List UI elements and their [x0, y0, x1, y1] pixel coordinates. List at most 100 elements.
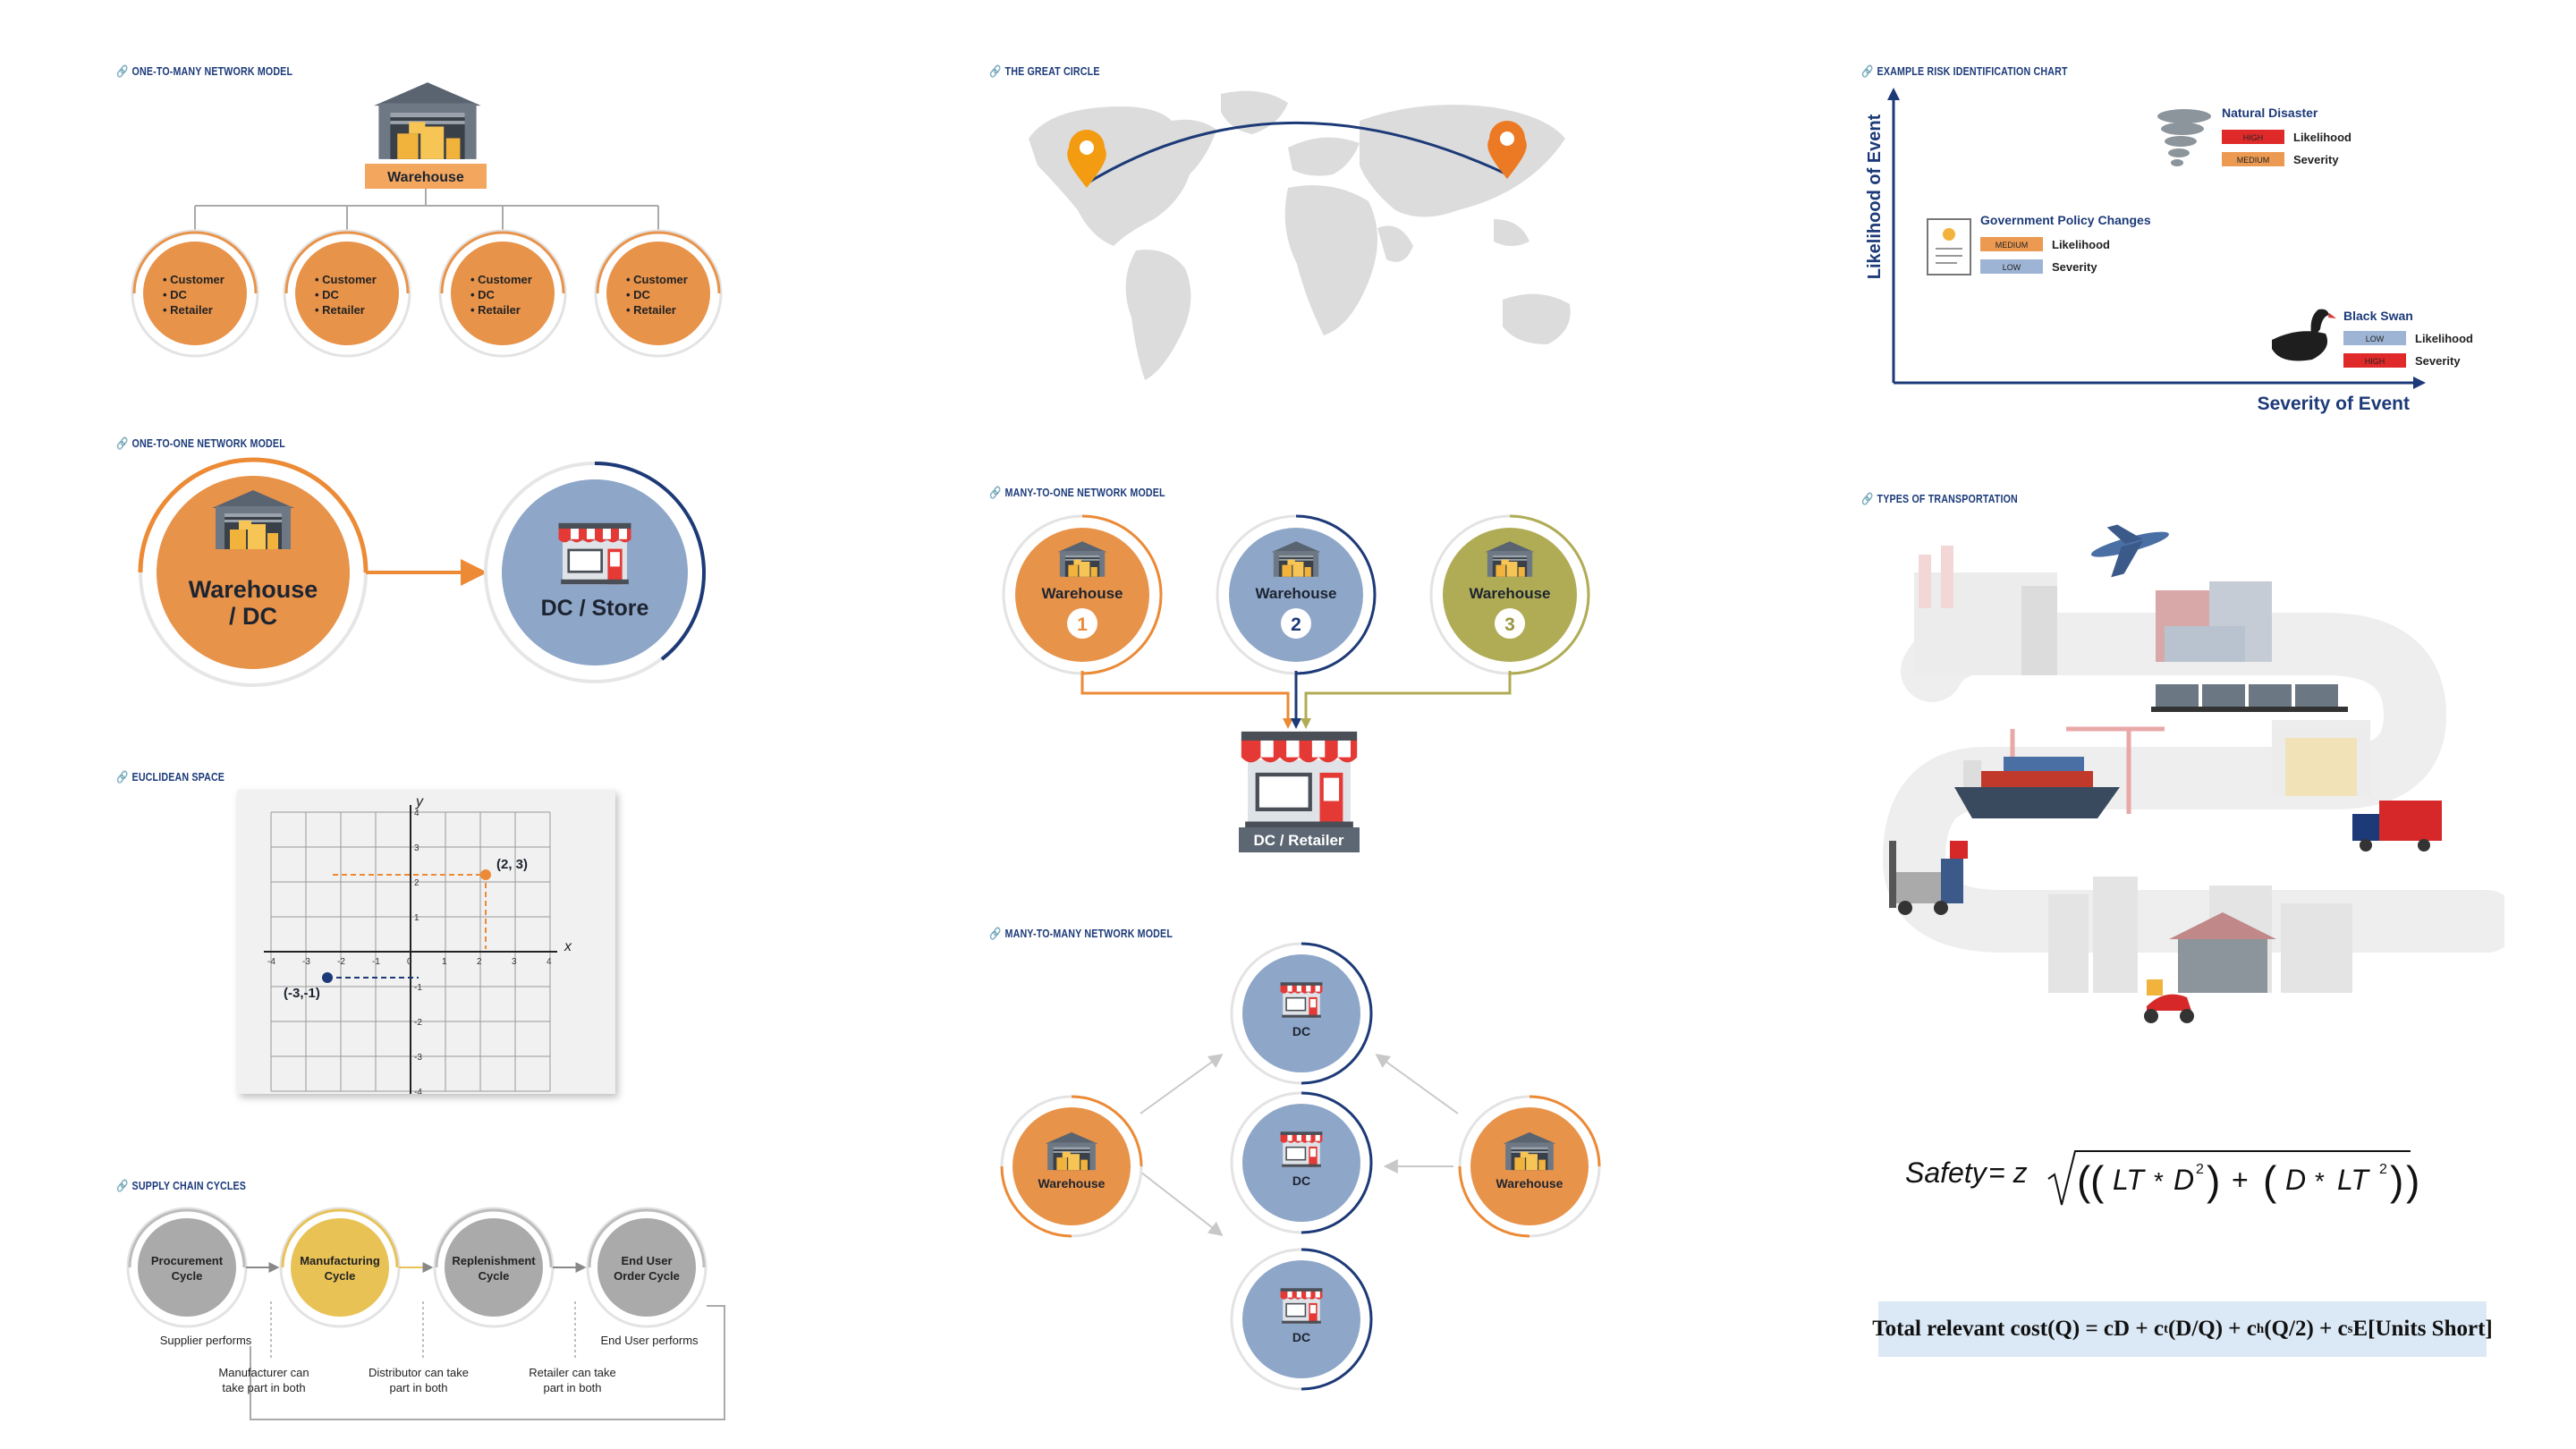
customer-line-1: • Customer [470, 273, 532, 286]
title-many-to-one: 🔗MANY-TO-ONE NETWORK MODEL [989, 486, 1165, 499]
flow-line-1 [1080, 671, 1290, 720]
event-government-policy-name: Government Policy Changes [1980, 213, 2151, 227]
cycles-diagram: ProcurementCycleManufacturingCycleReplen… [126, 1207, 725, 1420]
dc-store-label: DC / Store [541, 596, 649, 621]
customer-node: • Customer • DC • Retailer [438, 229, 567, 358]
note-manufacturer-1: Manufacturer can [218, 1366, 309, 1379]
warehouse-label-box [365, 164, 487, 189]
customer-node: • Customer • DC • Retailer [283, 229, 411, 358]
number-badge [1067, 608, 1097, 639]
paren: ) [2406, 1157, 2419, 1204]
loop-line [250, 1305, 725, 1420]
customer-line-2: • DC [470, 288, 496, 301]
dc-retailer-label: DC / Retailer [1253, 832, 1343, 849]
customer-line-2: • DC [315, 288, 340, 301]
op-plus: + [2232, 1164, 2249, 1196]
note-manufacturer-2: take part in both [222, 1381, 305, 1394]
warehouse-label: Warehouse [1255, 585, 1336, 602]
link-icon: 🔗 [1861, 492, 1874, 505]
severity-badge-text: MEDIUM [2237, 156, 2270, 165]
severity-badge [2343, 353, 2406, 368]
scooter-icon [2144, 979, 2194, 1023]
number-badge [1281, 608, 1311, 639]
title-one-to-many: 🔗ONE-TO-MANY NETWORK MODEL [116, 64, 293, 78]
event-natural-disaster-name: Natural Disaster [2222, 106, 2318, 120]
note-end-user: End User performs [600, 1334, 699, 1347]
containers-icon [2156, 581, 2272, 662]
dc-store-node: DC / Store [484, 462, 707, 683]
point-a-guides [333, 874, 487, 949]
cycle-stage-line-1: End User [621, 1254, 672, 1267]
dc-node: DC [1230, 1248, 1373, 1391]
warehouse-label: Warehouse [1041, 585, 1123, 602]
factory-icon [1914, 546, 2057, 675]
warehouse-dc-line-2: / DC [229, 603, 277, 630]
op-star: * [2315, 1167, 2325, 1195]
warehouse-node: Warehouse 2 [1216, 514, 1377, 675]
link-icon: 🔗 [116, 770, 129, 784]
x-tick-label: -2 [337, 957, 345, 967]
title-one-to-one: 🔗ONE-TO-ONE NETWORK MODEL [116, 436, 285, 450]
y-tick-label: 1 [414, 913, 419, 923]
warehouse-label: Warehouse [1038, 1176, 1106, 1191]
point-a [480, 869, 491, 880]
x-tick-label: -3 [302, 957, 310, 967]
cycle-stage-line-1: Manufacturing [300, 1254, 380, 1267]
flow-arrowhead-2 [1291, 718, 1301, 729]
paren: ) [2390, 1157, 2403, 1204]
x-tick-label: 2 [477, 957, 482, 967]
y-tick-label: 3 [414, 843, 419, 853]
document-icon [1927, 218, 1971, 275]
likelihood-badge-text: LOW [2366, 335, 2385, 343]
likelihood-badge [2343, 331, 2406, 345]
likelihood-badge [1980, 237, 2043, 251]
link-icon: 🔗 [116, 436, 129, 450]
number-label: 3 [1504, 614, 1515, 635]
title-transport: 🔗TYPES OF TRANSPORTATION [1861, 492, 2018, 505]
x-axis-arrow [2413, 377, 2426, 389]
event-black-swan-name: Black Swan [2343, 309, 2413, 323]
note-distributor-1: Distributor can take [369, 1366, 469, 1379]
customer-line-3: • Retailer [315, 303, 365, 317]
y-tick-label: 4 [414, 809, 419, 818]
note-distributor-2: part in both [389, 1381, 447, 1394]
cycle-stage-line-2: Cycle [479, 1269, 510, 1283]
severity-badge-text: LOW [2003, 263, 2021, 272]
note-retailer-1: Retailer can take [529, 1366, 616, 1379]
store-icon [1280, 982, 1323, 1018]
paren: ) [2207, 1157, 2220, 1204]
number-label: 2 [1291, 614, 1301, 635]
cycle-stage-line-1: Replenishment [452, 1254, 536, 1267]
term-d: D [2174, 1164, 2194, 1196]
great-circle-route [1086, 121, 1508, 185]
warehouse-building-icon [2272, 720, 2370, 796]
store-icon [1280, 1288, 1323, 1324]
y-tick-label: 2 [414, 878, 419, 888]
title-cycles: 🔗SUPPLY CHAIN CYCLES [116, 1179, 247, 1192]
edge [1140, 1171, 1224, 1236]
black-swan-icon [2272, 309, 2336, 361]
safety-formula: Safety = z ( ( LT * D 2 ) + ( D * LT 2 )… [1905, 1150, 2419, 1206]
customer-line-1: • Customer [315, 273, 377, 286]
warehouse-label: Warehouse [387, 170, 464, 185]
origin-pin-icon [1067, 130, 1106, 188]
link-icon: 🔗 [989, 927, 1002, 940]
customer-line-1: • Customer [626, 273, 688, 286]
store-icon [1241, 731, 1358, 830]
term-lt: LT [2113, 1164, 2146, 1196]
customer-node: • Customer • DC • Retailer [594, 229, 723, 358]
ship-icon [1954, 757, 2120, 818]
likelihood-badge [2222, 130, 2284, 144]
title-great-circle: 🔗THE GREAT CIRCLE [989, 64, 1100, 78]
customer-line-2: • DC [163, 288, 188, 301]
y-tick-label: -2 [414, 1018, 422, 1028]
flow-arrowhead-1 [1283, 718, 1293, 729]
cycle-stage-line-2: Order Cycle [614, 1269, 680, 1283]
link-icon: 🔗 [989, 486, 1002, 499]
